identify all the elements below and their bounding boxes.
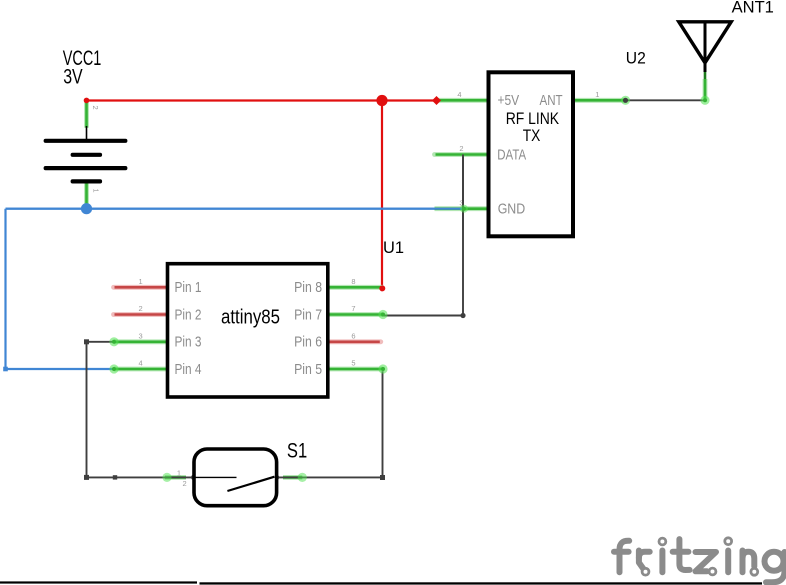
svg-text:Pin 2: Pin 2 [175, 307, 202, 323]
svg-text:Pin 8: Pin 8 [294, 280, 322, 296]
svg-text:DATA: DATA [497, 147, 526, 163]
svg-text:GND: GND [498, 202, 526, 218]
svg-text:U1: U1 [383, 238, 404, 257]
svg-text:8: 8 [351, 277, 355, 286]
svg-text:2: 2 [91, 106, 100, 110]
svg-text:3V: 3V [63, 65, 83, 89]
svg-text:4: 4 [457, 90, 461, 99]
svg-text:2: 2 [183, 479, 187, 488]
svg-text:6: 6 [351, 332, 355, 341]
svg-text:TX: TX [523, 127, 541, 145]
svg-text:1: 1 [92, 189, 101, 193]
svg-text:Pin 6: Pin 6 [294, 335, 322, 351]
svg-text:+5V: +5V [498, 93, 520, 109]
svg-text:5: 5 [351, 359, 355, 368]
svg-text:U2: U2 [626, 49, 646, 68]
svg-text:ANT: ANT [540, 93, 563, 109]
svg-text:S1: S1 [287, 439, 307, 463]
svg-text:2: 2 [459, 144, 463, 153]
svg-text:Pin 1: Pin 1 [175, 280, 202, 296]
svg-text:3: 3 [139, 332, 143, 341]
svg-text:2: 2 [139, 304, 143, 313]
svg-text:4: 4 [139, 359, 143, 368]
svg-text:Pin 7: Pin 7 [294, 307, 322, 323]
svg-text:1: 1 [177, 469, 181, 478]
svg-text:3: 3 [459, 199, 463, 208]
svg-text:7: 7 [351, 304, 355, 313]
svg-text:ANT1: ANT1 [732, 0, 774, 16]
svg-text:attiny85: attiny85 [221, 307, 280, 329]
svg-text:RF LINK: RF LINK [506, 110, 560, 128]
svg-text:Pin 5: Pin 5 [294, 362, 322, 378]
svg-text:1: 1 [139, 277, 143, 286]
svg-text:Pin 3: Pin 3 [175, 335, 202, 351]
svg-text:Pin 4: Pin 4 [175, 362, 202, 378]
svg-text:VCC1: VCC1 [63, 46, 102, 70]
svg-text:1: 1 [595, 90, 599, 99]
